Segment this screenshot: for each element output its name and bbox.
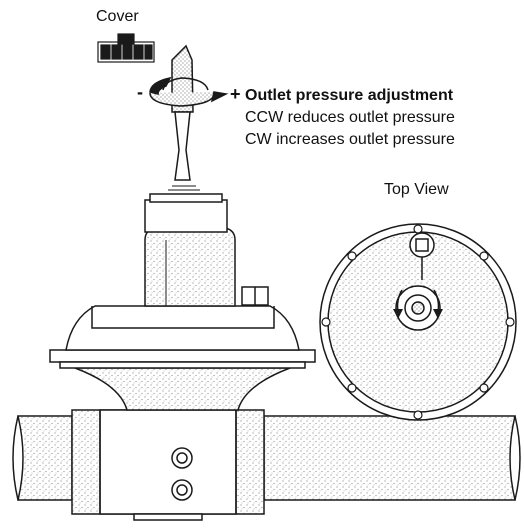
cw-note: CW increases outlet pressure (245, 131, 455, 148)
top-view-vent (409, 232, 435, 280)
diaphragm-neck (74, 367, 291, 411)
outlet-adjustment-title: Outlet pressure adjustment (245, 87, 454, 104)
ccw-sign: - (137, 82, 143, 102)
rotation-arrow-icon (149, 76, 229, 107)
top-view-arrow-heads (393, 309, 443, 319)
top-view-bolts (321, 224, 515, 420)
ccw-note: CCW reduces outlet pressure (245, 109, 455, 126)
screwdriver-icon (171, 44, 194, 181)
top-view-label: Top View (384, 181, 449, 198)
top-view-adjuster (395, 285, 441, 331)
cover-label: Cover (96, 8, 139, 25)
diaphragm-flange (49, 349, 316, 369)
cover-cap-icon (97, 33, 155, 63)
body-plug-upper (171, 447, 193, 469)
vent-fitting (241, 286, 269, 306)
bonnet-cap-seat (168, 185, 200, 191)
valve-body (71, 409, 265, 521)
pipe (12, 415, 521, 501)
body-plug-lower (171, 479, 193, 501)
spring-bonnet (144, 193, 236, 307)
diaphragm-upper-case (65, 305, 300, 351)
cw-sign: + (230, 84, 241, 104)
